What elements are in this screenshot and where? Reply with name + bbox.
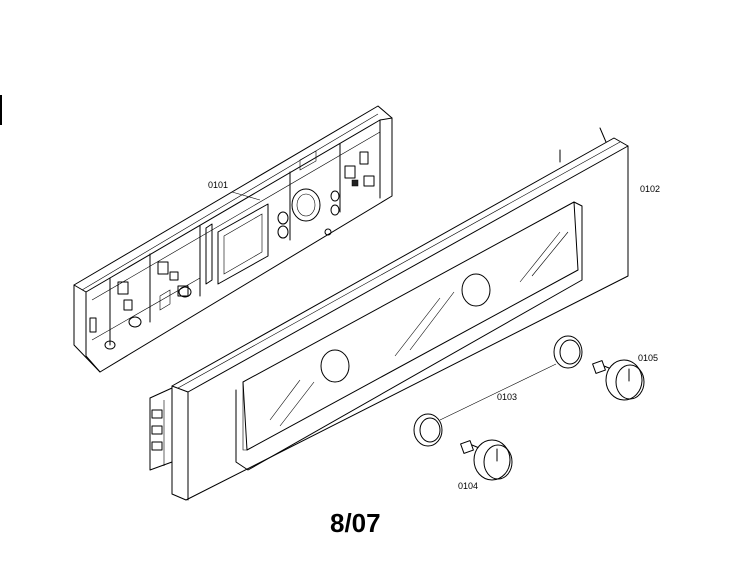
knob-0105-part xyxy=(592,359,645,401)
page-number: 8/07 xyxy=(330,508,381,538)
knob-0104-part xyxy=(460,439,513,481)
label-0102: 0102 xyxy=(640,184,661,194)
front-panel-part xyxy=(149,127,629,501)
control-frame-part xyxy=(73,105,393,373)
page-edge-mark xyxy=(0,95,2,125)
label-0105: 0105 xyxy=(638,353,659,363)
label-0104: 0104 xyxy=(458,481,479,491)
label-0101: 0101 xyxy=(208,180,229,190)
leader-line-0101 xyxy=(231,191,261,201)
trim-rings-part xyxy=(413,335,583,447)
label-0103: 0103 xyxy=(497,392,518,402)
